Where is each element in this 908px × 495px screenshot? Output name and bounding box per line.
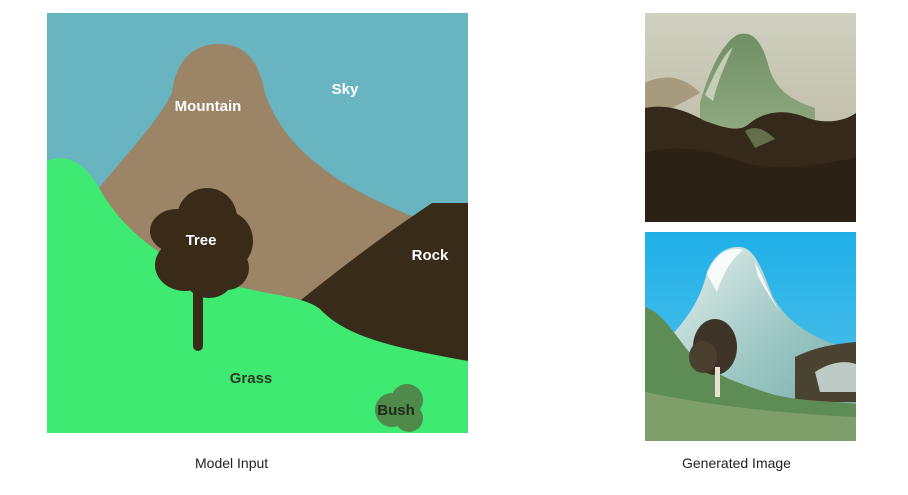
generated-image-top-graphic: [645, 13, 856, 222]
generated-image-caption: Generated Image: [682, 455, 791, 471]
model-input-segmentation-map: Mountain Sky Tree Rock Grass Bush: [47, 13, 468, 433]
bush-label: Bush: [377, 402, 415, 419]
model-input-caption: Model Input: [195, 455, 269, 471]
tree-shape: [150, 188, 253, 351]
generated-image-bottom: [645, 232, 856, 441]
generated-image-bottom-graphic: [645, 232, 856, 441]
rock-label: Rock: [412, 247, 449, 264]
mountain-label: Mountain: [175, 98, 242, 115]
sky-label: Sky: [332, 81, 359, 98]
grass-label: Grass: [230, 370, 273, 387]
generated-image-top: [645, 13, 856, 222]
tree-label: Tree: [186, 232, 217, 249]
segmentation-map-graphic: Mountain Sky Tree Rock Grass Bush: [47, 13, 468, 433]
bush-shape: [375, 384, 423, 432]
grass-region: [47, 158, 468, 433]
